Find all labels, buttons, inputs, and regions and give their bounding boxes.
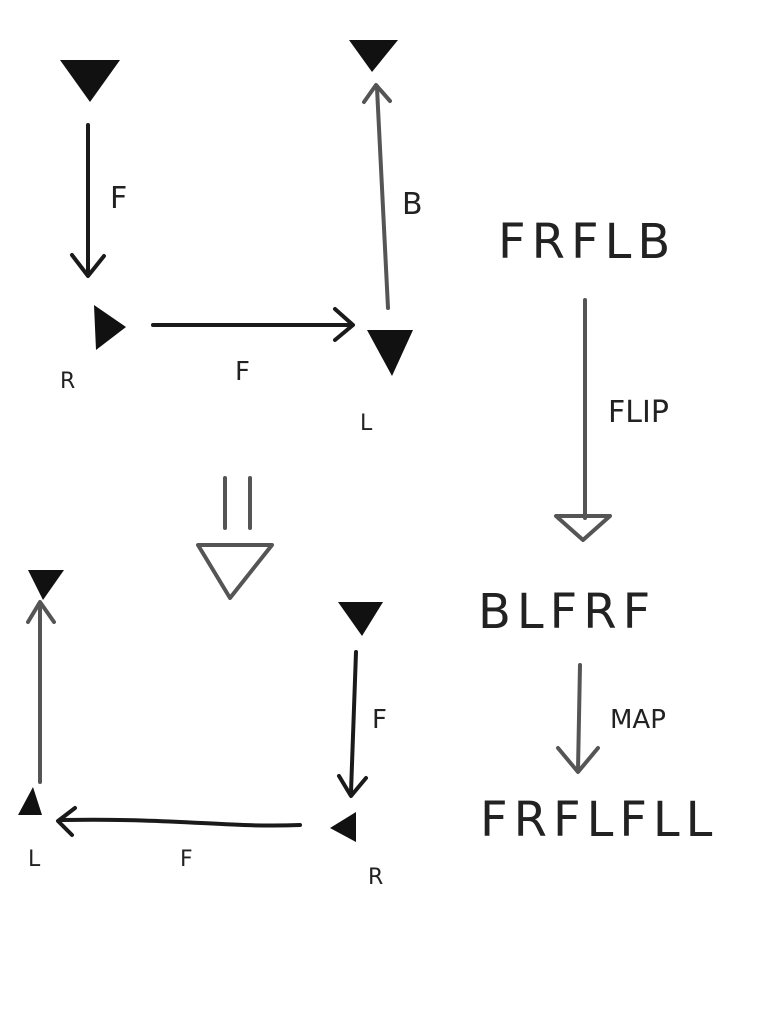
bottom-start-turtle-icon — [338, 602, 383, 636]
bottom-end-turtle-icon — [28, 570, 64, 600]
bottom-node-l-turtle-icon — [18, 787, 42, 815]
implies-arrow — [196, 476, 274, 600]
bottom-diagram: L F F R — [18, 570, 387, 890]
bottom-edge-down-label: F — [372, 705, 387, 735]
top-node-r-label: R — [60, 369, 75, 394]
bottom-edge-up — [26, 600, 56, 784]
top-start-turtle-icon — [60, 60, 120, 102]
bottom-node-l-label: L — [28, 847, 41, 872]
map-arrow — [556, 663, 600, 774]
flip-arrow — [554, 298, 612, 542]
top-edge-up — [362, 83, 392, 310]
top-edge-up-label: B — [402, 187, 423, 222]
flip-op-label: FLIP — [608, 395, 669, 430]
bottom-node-r-turtle-icon — [330, 812, 356, 842]
top-node-r-turtle-icon — [94, 305, 126, 350]
top-edge-down-label: F — [110, 181, 127, 216]
top-node-l-label: L — [360, 411, 373, 436]
top-end-turtle-icon — [349, 40, 398, 72]
sequence-original: FRFLB — [498, 214, 676, 270]
sequence-column: FRFLB FLIP BLFRF MAP FRFLFLL — [478, 214, 718, 848]
sequence-mapped: FRFLFLL — [480, 792, 718, 848]
bottom-edge-left — [56, 806, 302, 837]
bottom-node-r-label: R — [368, 865, 383, 890]
top-diagram: F R F L B — [60, 40, 423, 436]
top-edge-right-label: F — [235, 357, 250, 387]
bottom-edge-down — [337, 650, 368, 798]
sequence-flipped: BLFRF — [478, 584, 656, 640]
map-op-label: MAP — [610, 705, 666, 735]
top-edge-down — [70, 123, 106, 278]
bottom-edge-left-label: F — [180, 847, 193, 872]
top-node-l-turtle-icon — [367, 330, 413, 376]
top-edge-right — [151, 307, 355, 342]
